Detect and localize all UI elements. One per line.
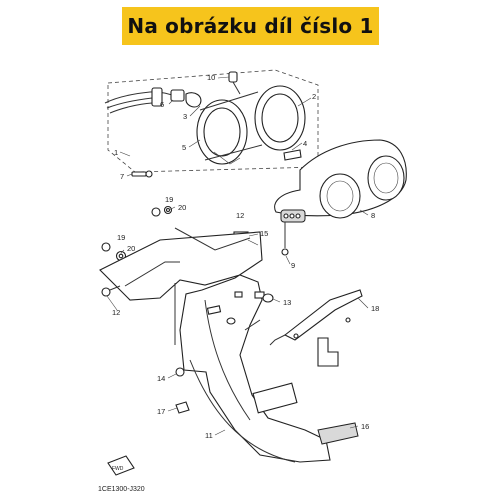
forward-arrow-icon: FWD xyxy=(107,455,135,476)
bolt-7 xyxy=(131,170,153,178)
bolt-washer-left xyxy=(101,242,127,262)
callout-11: 11 xyxy=(205,431,213,440)
reflector-16 xyxy=(252,382,359,445)
callout-leaders xyxy=(106,76,369,436)
callout-18: 18 xyxy=(371,304,379,313)
twin-headlight-unit xyxy=(196,71,306,165)
callout-19-upper: 19 xyxy=(165,195,173,204)
callout-7: 7 xyxy=(120,172,124,181)
callout-4: 4 xyxy=(303,139,307,148)
nut-17 xyxy=(175,401,190,414)
callout-9: 9 xyxy=(291,261,295,270)
callout-12-upper: 12 xyxy=(236,211,244,220)
headlight-cover xyxy=(274,139,407,223)
screw-9 xyxy=(281,222,289,256)
callout-5: 5 xyxy=(182,143,186,152)
callout-3: 3 xyxy=(183,112,187,121)
banner-title: Na obrázku díl číslo 1 xyxy=(127,14,374,38)
callout-12-left: 12 xyxy=(112,308,120,317)
callout-20-left: 20 xyxy=(127,244,135,253)
title-banner: Na obrázku díl číslo 1 xyxy=(122,7,379,45)
callout-2: 2 xyxy=(312,92,316,101)
license-bracket-18 xyxy=(269,289,363,367)
wiring-harness xyxy=(104,87,179,114)
rear-fender xyxy=(99,227,331,463)
callout-1: 1 xyxy=(114,148,118,157)
callout-6: 6 xyxy=(160,100,164,109)
callout-8: 8 xyxy=(371,211,375,220)
bolt-washer-upper xyxy=(151,205,173,217)
callout-20-upper: 20 xyxy=(178,203,186,212)
callout-14: 14 xyxy=(157,374,165,383)
callout-numbers: 10 2 3 6 5 4 1 7 8 9 19 20 19 20 15 12 1… xyxy=(112,73,379,440)
callout-19-left: 19 xyxy=(117,233,125,242)
collar-14 xyxy=(175,367,185,377)
bulb-socket xyxy=(170,89,202,108)
callout-10: 10 xyxy=(207,73,215,82)
callout-15: 15 xyxy=(260,229,268,238)
diagram-code: 1CE1300-J320 xyxy=(98,486,145,493)
callout-16: 16 xyxy=(361,422,369,431)
grommet-13 xyxy=(262,293,274,303)
label-4 xyxy=(283,149,302,161)
bolt-12-left xyxy=(101,285,121,297)
callout-13: 13 xyxy=(283,298,291,307)
callout-17: 17 xyxy=(157,407,165,416)
forward-label: FWD xyxy=(112,466,124,472)
